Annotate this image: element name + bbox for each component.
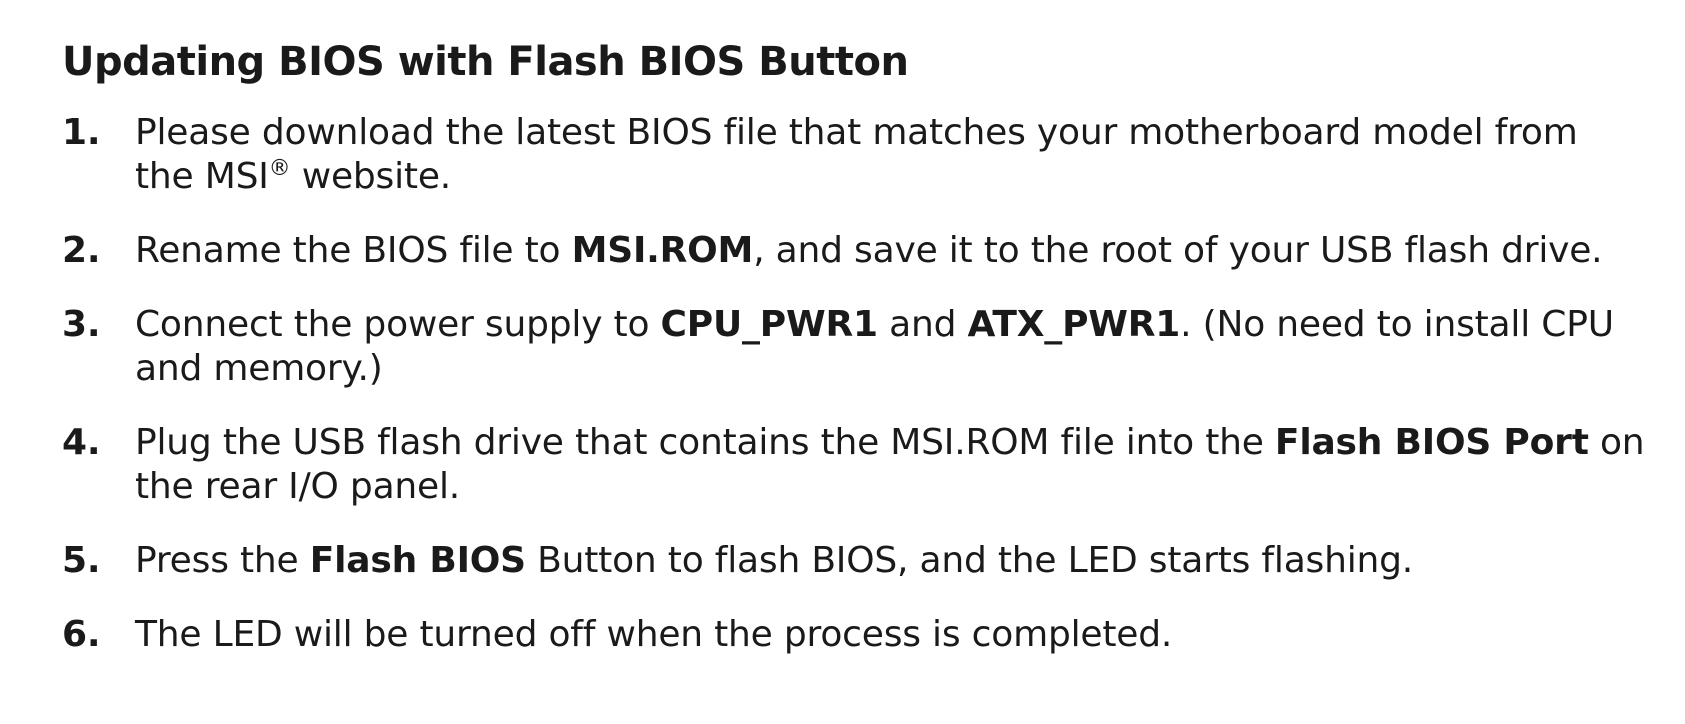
step-item: 3. Connect the power supply to CPU_PWR1 a… [62, 303, 1645, 391]
step-emphasis: Flash BIOS [309, 540, 526, 581]
step-emphasis: CPU_PWR1 [660, 304, 879, 345]
registered-mark: ® [268, 156, 291, 181]
step-number: 2. [62, 230, 101, 271]
step-text-segment: website. [290, 156, 452, 197]
step-number: 1. [62, 112, 101, 153]
step-text: Plug the USB flash drive that contains t… [135, 422, 1645, 507]
step-item: 2. Rename the BIOS file to MSI.ROM, and s… [62, 229, 1645, 273]
step-emphasis: Flash BIOS Port [1274, 422, 1589, 463]
step-number: 6. [62, 614, 101, 655]
step-text-segment: Plug the USB flash drive that contains t… [135, 422, 1275, 463]
step-text-segment: Button to flash BIOS, and the LED starts… [525, 540, 1414, 581]
step-text: Press the Flash BIOS Button to flash BIO… [135, 540, 1413, 581]
step-item: 4. Plug the USB flash drive that contains… [62, 421, 1645, 509]
section-heading: Updating BIOS with Flash BIOS Button [62, 39, 909, 85]
step-emphasis: MSI.ROM [571, 230, 754, 271]
step-text-segment: , and save it to the root of your USB fl… [753, 230, 1603, 271]
step-text-segment: Rename the BIOS file to [135, 230, 572, 271]
step-item: 5. Press the Flash BIOS Button to flash B… [62, 539, 1645, 583]
step-text: Please download the latest BIOS file tha… [135, 112, 1578, 197]
step-text-segment: on the rear I/O panel. [135, 422, 1645, 507]
step-text-segment: Connect the power supply to [135, 304, 661, 345]
step-text-segment: The LED will be turned off when the proc… [135, 614, 1173, 655]
step-text: Connect the power supply to CPU_PWR1 and… [135, 304, 1614, 389]
step-text-segment: . (No need to install CPU and memory.) [135, 304, 1614, 389]
step-item: 1. Please download the latest BIOS file t… [62, 111, 1645, 199]
step-number: 3. [62, 304, 101, 345]
step-number: 4. [62, 422, 101, 463]
step-text: The LED will be turned off when the proc… [135, 614, 1172, 655]
step-text-segment: and [877, 304, 968, 345]
step-text-segment: Press the [135, 540, 310, 581]
step-text-segment: Please download the latest BIOS file tha… [135, 112, 1578, 197]
step-item: 6. The LED will be turned off when the pr… [62, 613, 1645, 657]
step-number: 5. [62, 540, 101, 581]
step-emphasis: ATX_PWR1 [967, 304, 1181, 345]
step-text: Rename the BIOS file to MSI.ROM, and sav… [135, 230, 1603, 271]
steps-list: 1. Please download the latest BIOS file t… [62, 111, 1645, 657]
